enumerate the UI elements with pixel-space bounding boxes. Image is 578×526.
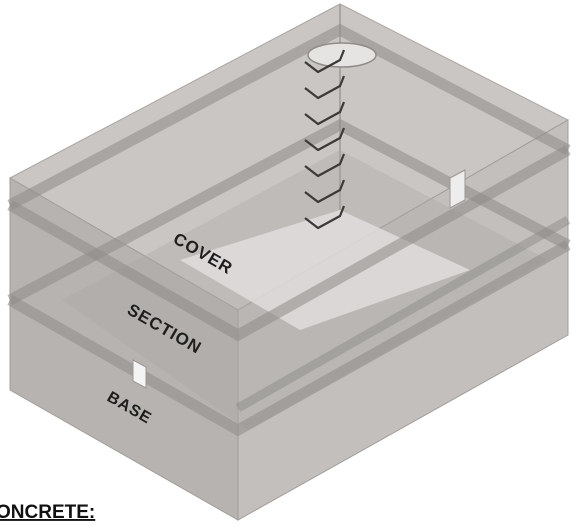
ladder-rungs-icon bbox=[304, 49, 346, 230]
concrete-caption: ONCRETE: bbox=[0, 502, 95, 523]
pipe-opening-icon bbox=[132, 169, 466, 389]
base-joint-band bbox=[235, 216, 571, 412]
section-joint-band bbox=[7, 118, 571, 437]
cover-joint-band bbox=[7, 23, 571, 342]
